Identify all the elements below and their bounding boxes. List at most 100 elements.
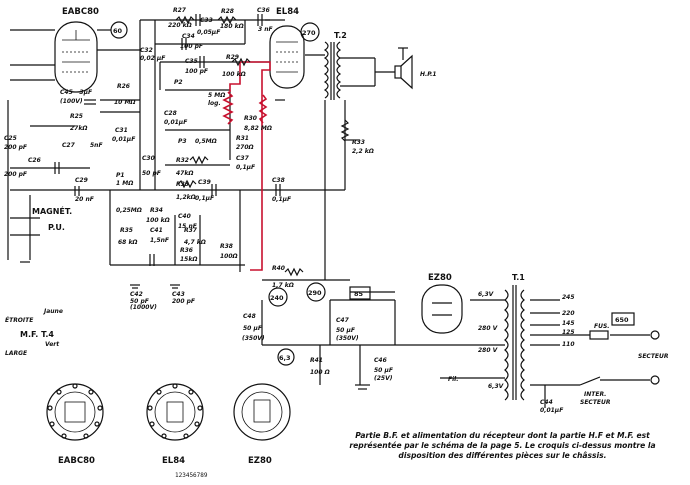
- node-63-badge: 6,3: [277, 348, 295, 366]
- footer-digits: 123456789: [175, 472, 208, 479]
- c28-label: C28: [164, 110, 177, 117]
- node-650-label: 650: [615, 316, 629, 324]
- c48-voltage: (350V): [242, 335, 265, 342]
- c42-value: 50 pF: [130, 298, 150, 305]
- c46-voltage: (25V): [374, 375, 393, 382]
- large-label: LARGE: [5, 350, 28, 357]
- c26-label: C26: [28, 157, 41, 164]
- c47-voltage: (350V): [336, 335, 359, 342]
- mft4-label: M.F. T.4: [20, 330, 54, 339]
- r26-label: R26: [117, 83, 130, 90]
- p1-value: 1 MΩ: [116, 180, 133, 187]
- c32-value: 0,02 μF: [140, 55, 166, 62]
- magnet-label: MAGNÉT.: [32, 205, 72, 216]
- socket-el84: EL84: [146, 383, 204, 466]
- socket-el84-label: EL84: [162, 456, 185, 466]
- speaker-hp1: H.P.1: [340, 47, 437, 90]
- c28-value: 0,01μF: [164, 119, 188, 126]
- tap-245: 245: [562, 294, 575, 301]
- c25-value: 200 pF: [4, 144, 28, 151]
- c39-value: 0,1μF: [195, 195, 215, 202]
- c41-value: 1,5nF: [150, 237, 170, 244]
- tap-220: 220: [562, 310, 575, 317]
- tap-110: 110: [562, 341, 575, 348]
- r34-label: R34: [150, 207, 163, 214]
- hp1-label: H.P.1: [420, 71, 437, 78]
- r40-value: 1,7 kΩ: [272, 282, 294, 289]
- c40-value: 15 nF: [178, 223, 198, 230]
- c48-value: 50 μF: [243, 325, 263, 332]
- r26-value: 10 MΩ: [114, 99, 136, 106]
- r35-value: 68 kΩ: [118, 239, 138, 246]
- r33b-label: R33: [352, 139, 365, 146]
- p3-value: 0,5MΩ: [195, 138, 217, 145]
- r29-value: 100 kΩ: [222, 71, 246, 78]
- node-650-badge: 650: [611, 312, 635, 326]
- c33-value: 0,05μF: [197, 29, 221, 36]
- r40-label: R40: [272, 265, 285, 272]
- c43-label: C43: [172, 291, 185, 298]
- r33-label: R33: [176, 181, 189, 188]
- eabc80-label: EABC80: [62, 7, 99, 17]
- v63-label: 6,3V: [478, 291, 495, 298]
- mains-sockets: [579, 330, 660, 386]
- inter-label: INTER.: [584, 391, 606, 398]
- r35-label: R35: [120, 227, 133, 234]
- node-270-badge: 270: [300, 22, 320, 42]
- node-240-label: 240: [270, 294, 284, 302]
- p2-taper: log.: [208, 100, 221, 107]
- p2-label: P2: [174, 79, 183, 86]
- el84-tube: EL84: [269, 7, 305, 89]
- r34-pot: 0,25MΩ: [116, 207, 142, 214]
- c30-value: 50 pF: [142, 170, 162, 177]
- r33b-value: 2,2 kΩ: [352, 148, 374, 155]
- c25-label: C25: [4, 135, 17, 142]
- r32-label: R32: [176, 157, 189, 164]
- c42-voltage: (1000V): [130, 304, 157, 311]
- v280b-label: 280 V: [478, 347, 499, 354]
- inter-secteur-label: SECTEUR: [580, 399, 611, 406]
- c33-label: C33: [200, 17, 213, 24]
- r38-label: R38: [220, 243, 233, 250]
- r27-value: 220 kΩ: [168, 22, 192, 29]
- fus-label: FUS.: [594, 323, 610, 330]
- output-transformer-t2: T.2: [323, 31, 347, 100]
- c44-label: C44: [540, 399, 553, 406]
- r31-label: R31: [236, 135, 249, 142]
- ez80-label: EZ80: [428, 273, 452, 283]
- socket-ez80-label: EZ80: [248, 456, 272, 466]
- p2-value: 5 MΩ: [208, 92, 225, 99]
- c36-value: 3 nF: [258, 26, 274, 33]
- node-60-badge: 60: [110, 21, 128, 39]
- c35-value: 100 pF: [185, 68, 209, 75]
- pu-label: P.U.: [48, 223, 65, 232]
- r32-value: 47kΩ: [176, 170, 193, 177]
- eabc80-tube: EABC80: [54, 7, 99, 93]
- c36-label: C36: [257, 7, 270, 14]
- c45-label: C45 - 3μF: [60, 89, 93, 96]
- r25-label: R25: [70, 113, 83, 120]
- vert-label: Vert: [45, 341, 60, 348]
- c31-label: C31: [115, 127, 128, 134]
- r34-value: 100 kΩ: [146, 217, 170, 224]
- top-wiring: [7, 19, 360, 281]
- power-supply-wiring: [261, 291, 650, 408]
- secteur-label: SECTEUR: [638, 353, 669, 360]
- c27-label: C27: [62, 142, 76, 149]
- node-85-label: 85: [354, 290, 364, 298]
- r30-label: R30: [244, 115, 257, 122]
- c37-value: 0,1μF: [236, 164, 256, 171]
- p1-label: P1: [116, 172, 125, 179]
- r41-value: 100 Ω: [310, 369, 330, 376]
- r25-value: 27kΩ: [70, 125, 87, 132]
- c47-label: C47: [336, 317, 350, 324]
- r37-label: R37: [184, 227, 198, 234]
- node-60-label: 60: [113, 27, 123, 35]
- el84-label: EL84: [276, 7, 299, 17]
- v63b-label: 6,3V: [488, 383, 505, 390]
- r28-value: 180 kΩ: [220, 23, 244, 30]
- c45-voltage: (100V): [60, 98, 83, 105]
- v280a-label: 280 V: [478, 325, 499, 332]
- c31-value: 0,01μF: [112, 136, 136, 143]
- jaune-label: Jaune: [43, 308, 63, 315]
